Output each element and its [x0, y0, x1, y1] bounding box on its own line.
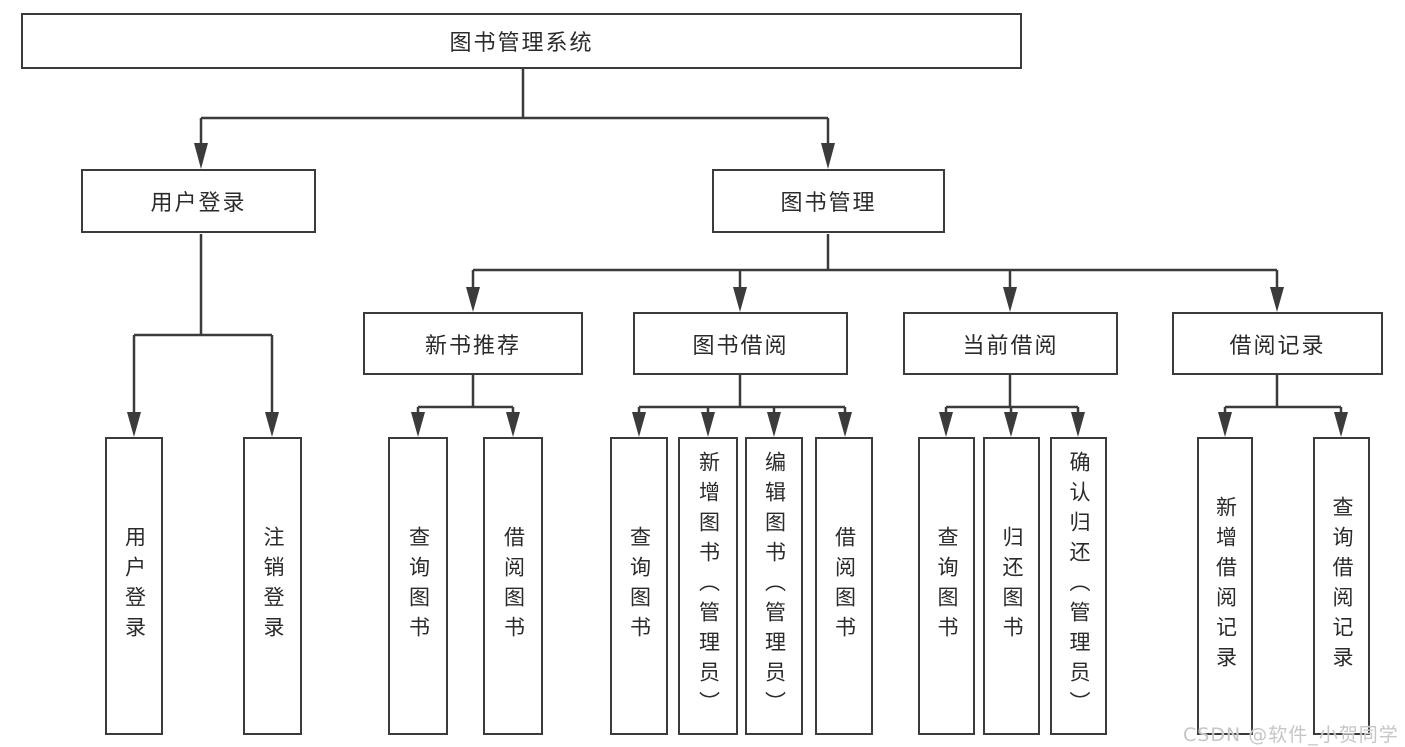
leaf-label: 查询图书	[935, 526, 959, 646]
arrow-icon	[632, 412, 646, 437]
arrow-icon	[411, 412, 425, 437]
arrow-icon	[1334, 412, 1348, 437]
arrow-icon	[1218, 412, 1232, 437]
leaf-label: 查询图书	[627, 526, 652, 646]
leaf-label: 用户登录	[122, 526, 147, 646]
node-leaf-return-books: 归还图书	[983, 437, 1040, 735]
leaf-label: 新增图书（管理员）	[696, 451, 721, 721]
leaf-label: 借阅图书	[501, 526, 526, 646]
leaf-label: 归还图书	[1000, 526, 1024, 646]
arrow-icon	[466, 287, 480, 312]
csdn-watermark: CSDN @软件_小贺同学	[1183, 724, 1399, 746]
leaf-label: 编辑图书（管理员）	[762, 451, 787, 721]
arrow-icon	[506, 412, 520, 437]
node-leaf-query-books-3: 查询图书	[918, 437, 975, 735]
node-leaf-query-books-1: 查询图书	[388, 437, 448, 735]
node-leaf-logout: 注销登录	[243, 437, 302, 735]
node-leaf-borrow-books-2: 借阅图书	[815, 437, 873, 735]
arrow-icon	[1003, 287, 1017, 312]
node-current-borrowing: 当前借阅	[903, 312, 1118, 375]
node-book-management: 图书管理	[712, 169, 945, 233]
arrow-icon	[701, 412, 715, 437]
arrow-icon	[127, 412, 141, 437]
arrow-icon	[1071, 412, 1085, 437]
leaf-label: 新增借阅记录	[1213, 496, 1238, 676]
node-leaf-confirm-return-admin: 确认归还（管理员）	[1050, 437, 1107, 735]
node-leaf-add-borrow-record: 新增借阅记录	[1197, 437, 1253, 735]
node-user-login: 用户登录	[81, 169, 316, 233]
arrow-icon	[194, 143, 208, 169]
leaf-label: 查询图书	[406, 526, 431, 646]
arrow-icon	[1270, 287, 1284, 312]
leaf-label: 查询借阅记录	[1330, 496, 1354, 676]
node-book-borrowing: 图书借阅	[633, 312, 848, 375]
node-new-book-recommend: 新书推荐	[363, 312, 583, 375]
arrow-icon	[1004, 412, 1018, 437]
node-leaf-query-borrow-record: 查询借阅记录	[1313, 437, 1370, 735]
node-leaf-user-login: 用户登录	[105, 437, 163, 735]
node-library-management-system: 图书管理系统	[21, 13, 1022, 69]
node-leaf-borrow-books-1: 借阅图书	[483, 437, 543, 735]
leaf-label: 注销登录	[261, 526, 285, 646]
arrow-icon	[939, 412, 953, 437]
node-leaf-add-books-admin: 新增图书（管理员）	[678, 437, 738, 735]
arrow-icon	[767, 412, 781, 437]
arrow-icon	[838, 412, 852, 437]
node-leaf-edit-books-admin: 编辑图书（管理员）	[745, 437, 803, 735]
arrow-icon	[265, 412, 279, 437]
arrow-icon	[733, 287, 747, 312]
leaf-label: 确认归还（管理员）	[1067, 451, 1091, 721]
node-borrowing-records: 借阅记录	[1172, 312, 1383, 375]
arrow-icon	[821, 143, 835, 169]
node-leaf-query-books-2: 查询图书	[610, 437, 668, 735]
leaf-label: 借阅图书	[832, 526, 857, 646]
